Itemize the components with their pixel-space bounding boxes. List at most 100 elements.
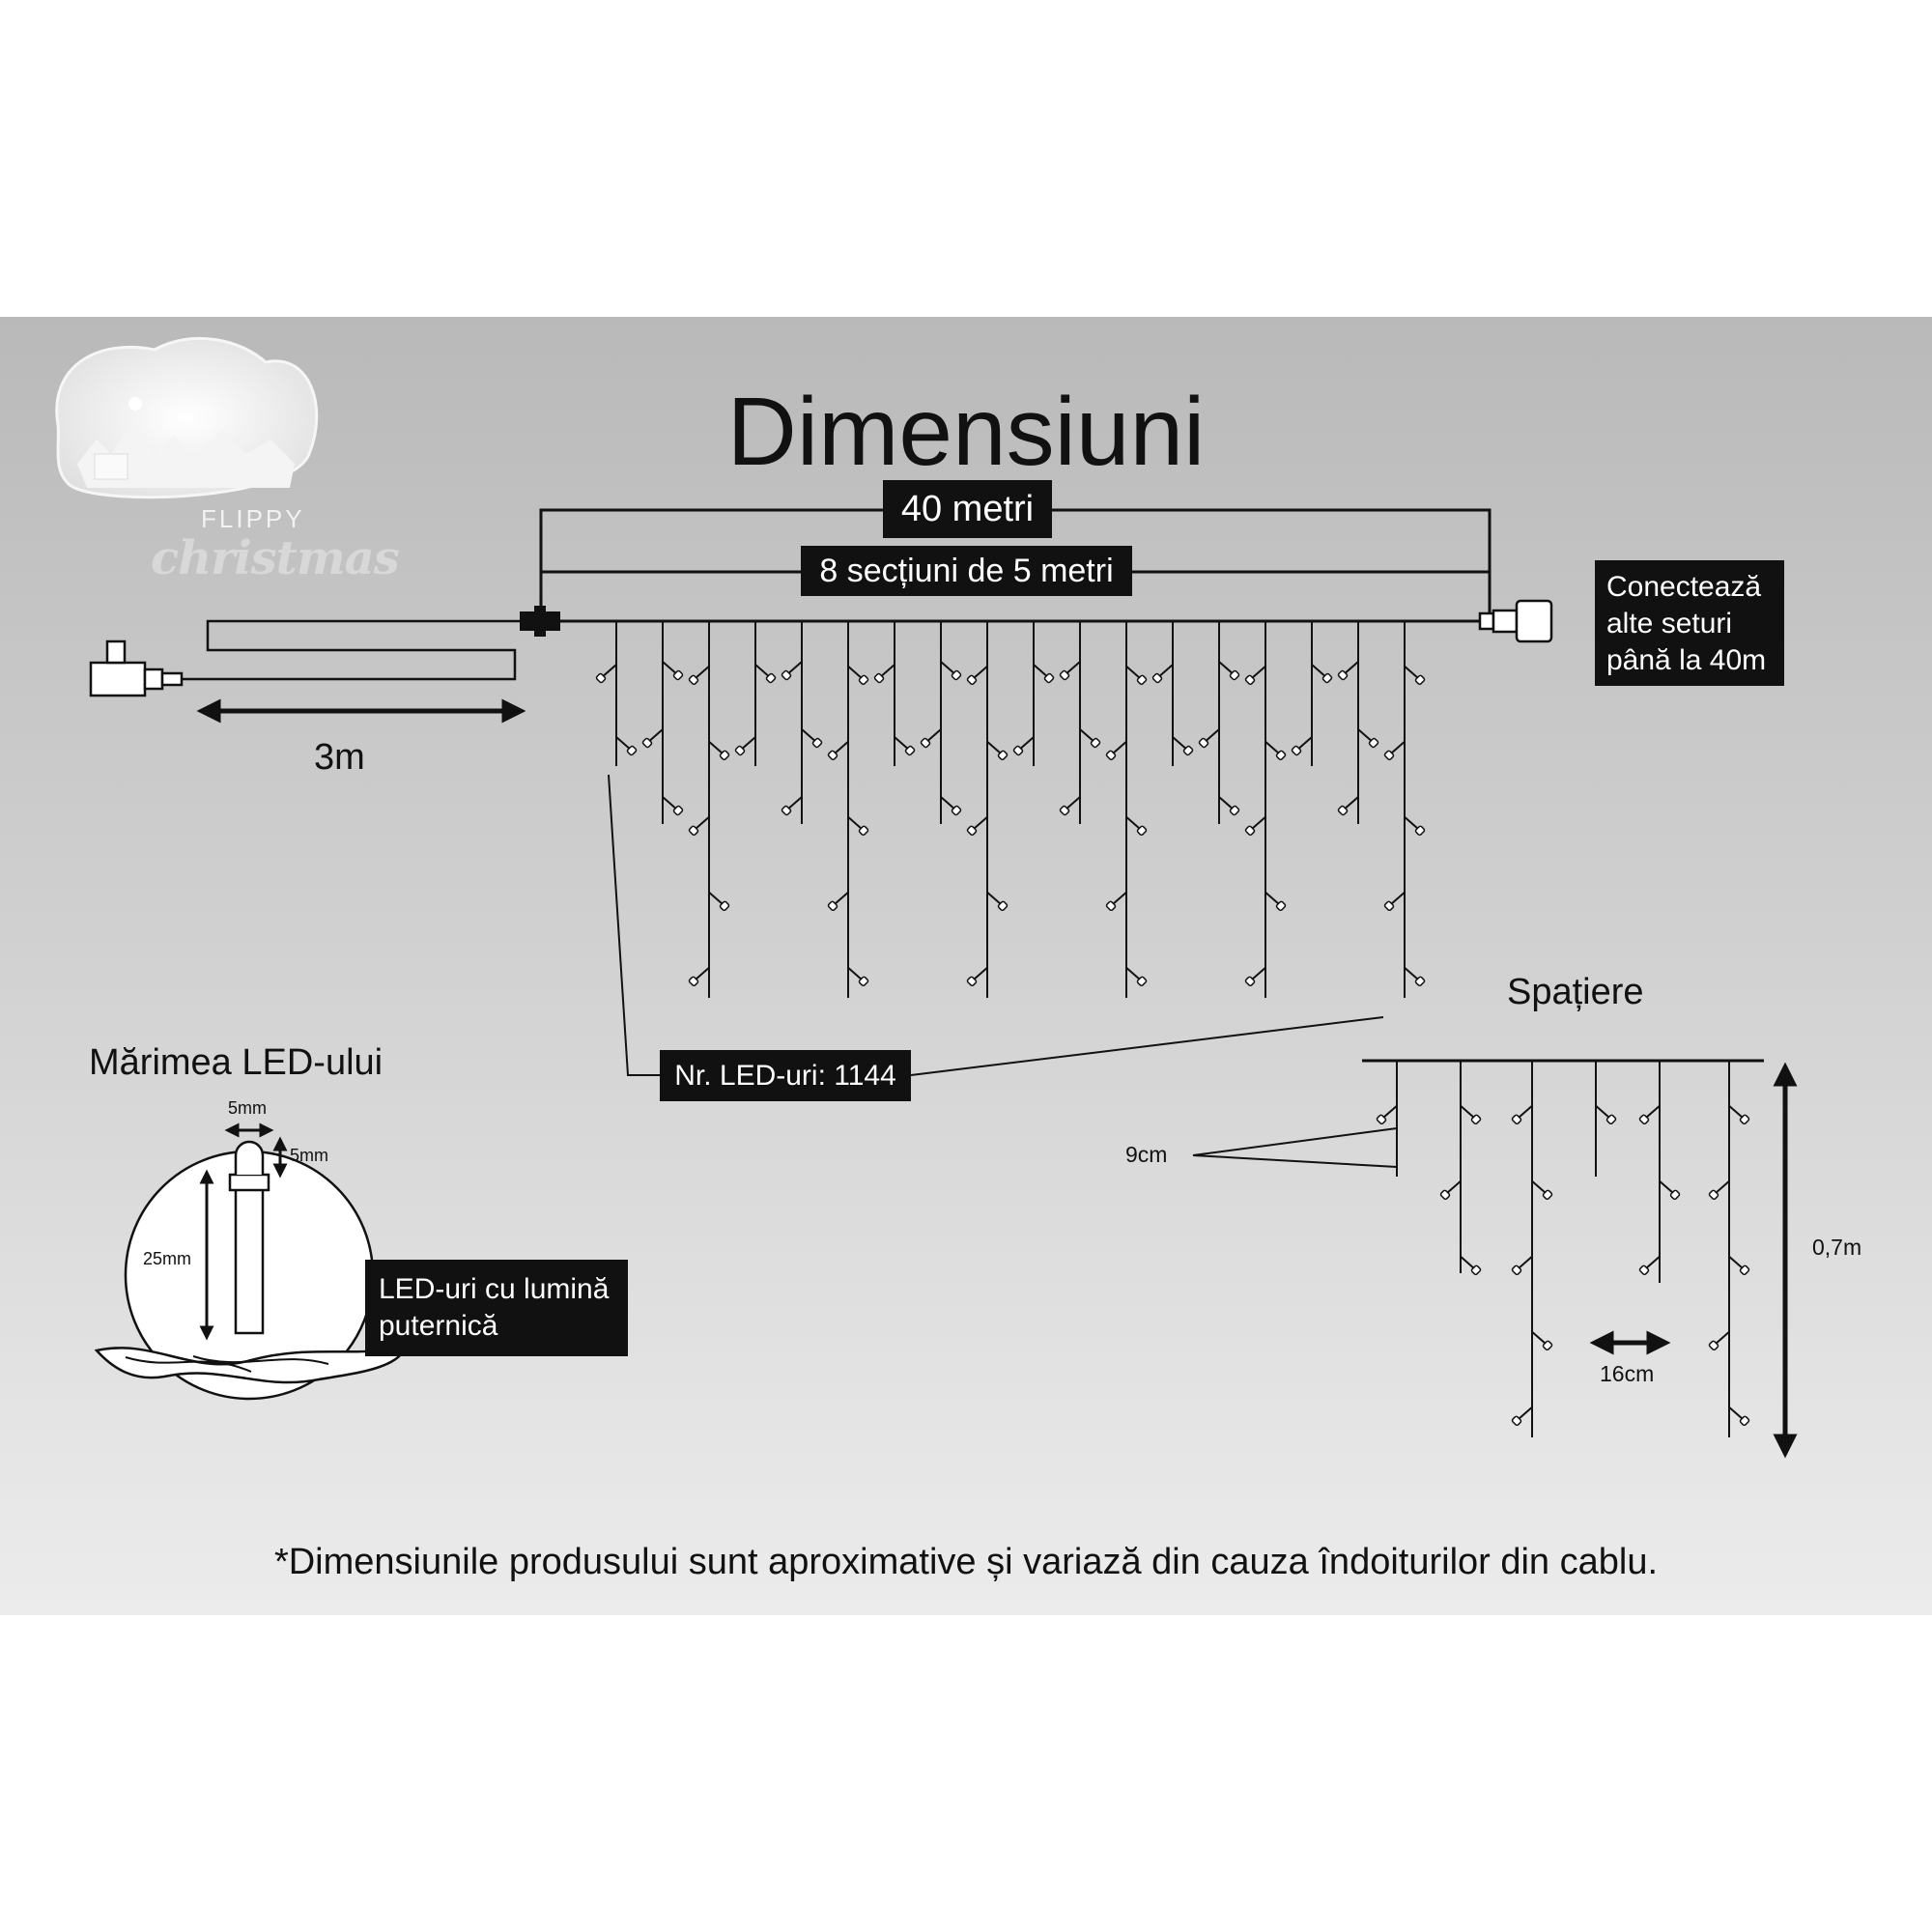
led-bulb — [920, 737, 931, 749]
led-bulb — [1244, 976, 1256, 987]
total-length-label: 40 metri — [883, 480, 1052, 538]
end-connector — [1478, 599, 1553, 643]
led-bulb — [858, 674, 869, 686]
mid-connector — [520, 606, 560, 637]
led-bulb — [1275, 900, 1287, 912]
led-bulb — [781, 669, 792, 681]
led-bulb — [1739, 1415, 1750, 1427]
led-bulb — [1605, 1114, 1617, 1125]
led-bulb — [688, 825, 699, 837]
led-bulb — [1383, 750, 1395, 761]
led-bulb — [1638, 1114, 1650, 1125]
led-bulb — [1542, 1189, 1553, 1201]
led-bulb — [1244, 825, 1256, 837]
led-width-label: 5mm — [228, 1098, 267, 1118]
led-bulb — [1229, 669, 1240, 681]
icicle-drops — [595, 621, 1426, 998]
led-bulb — [966, 825, 978, 837]
led-bulb — [719, 750, 730, 761]
led-bulb — [1439, 1189, 1451, 1201]
horizontal-gap-label: 16cm — [1600, 1361, 1655, 1386]
led-bulb — [1105, 900, 1117, 912]
footnote: *Dimensiunile produsului sunt aproximati… — [273, 1542, 1659, 1582]
led-bulb — [719, 900, 730, 912]
led-bulb — [966, 976, 978, 987]
led-bulb — [1708, 1340, 1719, 1351]
led-bulb — [1708, 1189, 1719, 1201]
led-bulb — [1542, 1340, 1553, 1351]
connect-note: Conectează alte seturi până la 40m — [1595, 560, 1784, 686]
led-size-illustration — [94, 1122, 409, 1401]
lead-cable — [182, 619, 534, 681]
led-brightness-note: LED-uri cu lumină puternică — [365, 1260, 628, 1356]
led-bulb — [1337, 669, 1349, 681]
led-height-label: 25mm — [143, 1249, 192, 1268]
led-bulb — [672, 669, 684, 681]
led-bulb — [858, 976, 869, 987]
page-title: Dimensiuni — [726, 378, 1206, 486]
led-bulb — [688, 674, 699, 686]
led-bulb — [951, 669, 962, 681]
led-bulb — [1090, 737, 1101, 749]
led-count-leader — [608, 774, 660, 1076]
led-bulb — [1414, 674, 1426, 686]
spacing-title: Spațiere — [1507, 972, 1644, 1012]
led-bulb — [1105, 750, 1117, 761]
led-bulb — [1043, 672, 1055, 684]
led-size-title: Mărimea LED-ului — [89, 1042, 384, 1083]
logo — [55, 336, 319, 499]
led-bulb — [1414, 825, 1426, 837]
led-cap-height-label: 5mm — [290, 1146, 328, 1165]
led-bulb — [951, 805, 962, 816]
led-bulb — [688, 976, 699, 987]
led-bulb — [1383, 900, 1395, 912]
led-bulb — [1136, 825, 1148, 837]
led-bulb — [1739, 1114, 1750, 1125]
sections-label: 8 secțiuni de 5 metri — [801, 546, 1132, 596]
led-bulb — [904, 745, 916, 756]
led-bulb — [873, 672, 885, 684]
vertical-spacing-pointer — [1192, 1127, 1398, 1168]
led-bulb — [997, 900, 1009, 912]
led-bulb — [1291, 745, 1302, 756]
led-count-leader-right — [910, 1016, 1384, 1076]
led-bulb — [811, 737, 823, 749]
led-bulb — [641, 737, 653, 749]
led-bulb — [734, 745, 746, 756]
led-bulb — [1511, 1264, 1522, 1276]
led-bulb — [1136, 674, 1148, 686]
power-plug — [89, 639, 184, 697]
led-bulb — [1136, 976, 1148, 987]
led-bulb — [1376, 1114, 1387, 1125]
led-count-label: Nr. LED-uri: 1144 — [660, 1050, 911, 1101]
led-bulb — [827, 900, 838, 912]
led-bulb — [1669, 1189, 1681, 1201]
led-bulb — [1511, 1114, 1522, 1125]
led-bulb — [1337, 805, 1349, 816]
led-bulb — [1739, 1264, 1750, 1276]
led-bulb — [1511, 1415, 1522, 1427]
led-bulb — [626, 745, 638, 756]
spacing-drops — [1376, 1061, 1750, 1437]
led-bulb — [1414, 976, 1426, 987]
led-bulb — [1229, 805, 1240, 816]
led-bulb — [765, 672, 777, 684]
led-bulb — [827, 750, 838, 761]
led-bulb — [1244, 674, 1256, 686]
led-bulb — [1059, 805, 1070, 816]
vertical-gap-label: 9cm — [1125, 1142, 1168, 1167]
led-bulb — [1182, 745, 1194, 756]
led-bulb — [1321, 672, 1333, 684]
led-bulb — [966, 674, 978, 686]
led-bulb — [1275, 750, 1287, 761]
led-bulb — [781, 805, 792, 816]
led-bulb — [1470, 1264, 1482, 1276]
led-bulb — [1470, 1114, 1482, 1125]
led-bulb — [595, 672, 607, 684]
lead-cable-length: 3m — [314, 737, 365, 778]
logo-script: christmas — [151, 531, 400, 585]
led-bulb — [1059, 669, 1070, 681]
led-bulb — [1368, 737, 1379, 749]
led-bulb — [672, 805, 684, 816]
